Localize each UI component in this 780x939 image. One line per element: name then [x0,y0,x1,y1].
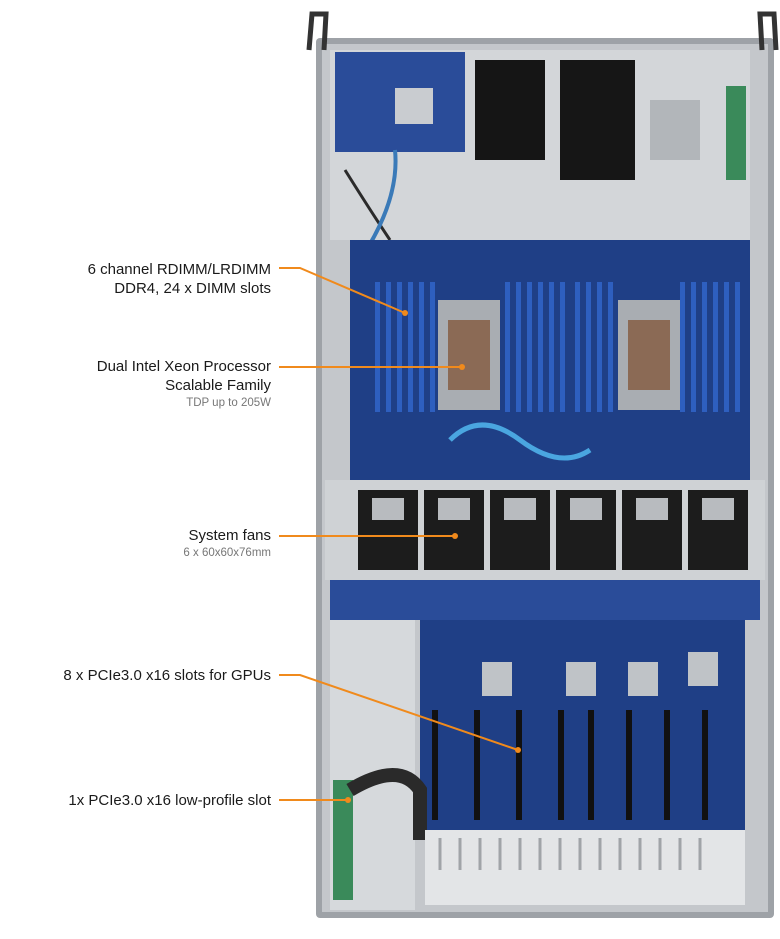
leader-dots [345,310,521,803]
riser-card-top [726,86,746,180]
cpu-annotation: Dual Intel Xeon Processor Scalable Famil… [97,357,271,411]
fans-sub: 6 x 60x60x76mm [183,547,271,559]
lowprofile-line1: 1x PCIe3.0 x16 low-profile slot [68,792,271,809]
black-panel-1 [475,60,545,160]
chassis-handle-left [306,11,329,51]
gpu-annotation: 8 x PCIe3.0 x16 slots for GPUs [63,666,271,685]
rear-vent-grille [425,830,745,905]
dimm-line1: 6 channel RDIMM/LRDIMM [87,261,271,278]
leader-gpu [279,674,519,751]
lowprofile-annotation: 1x PCIe3.0 x16 low-profile slot [68,791,271,810]
dimm-slots-left [375,282,565,412]
gpu-slots [432,710,708,820]
cpu-sub: TDP up to 205W [186,397,271,409]
cpu-line1: Dual Intel Xeon Processor [96,358,271,375]
dimm-line2: DDR4, 24 x DIMM slots [114,280,271,297]
fans-annotation: System fans 6 x 60x60x76mm [183,526,271,561]
fans-line1: System fans [188,527,271,544]
dimm-slots-right [575,282,740,412]
leader-lines [279,267,519,801]
leader-dimm [279,267,406,314]
low-profile-riser [333,780,353,900]
gpu-baseboard [420,620,745,830]
dimm-annotation: 6 channel RDIMM/LRDIMM DDR4, 24 x DIMM s… [88,260,271,298]
black-panel-2 [560,60,635,180]
cpu-line2: Scalable Family [165,377,271,394]
chassis-handle-right [757,11,779,51]
gpu-line1: 8 x PCIe3.0 x16 slots for GPUs [63,667,271,684]
